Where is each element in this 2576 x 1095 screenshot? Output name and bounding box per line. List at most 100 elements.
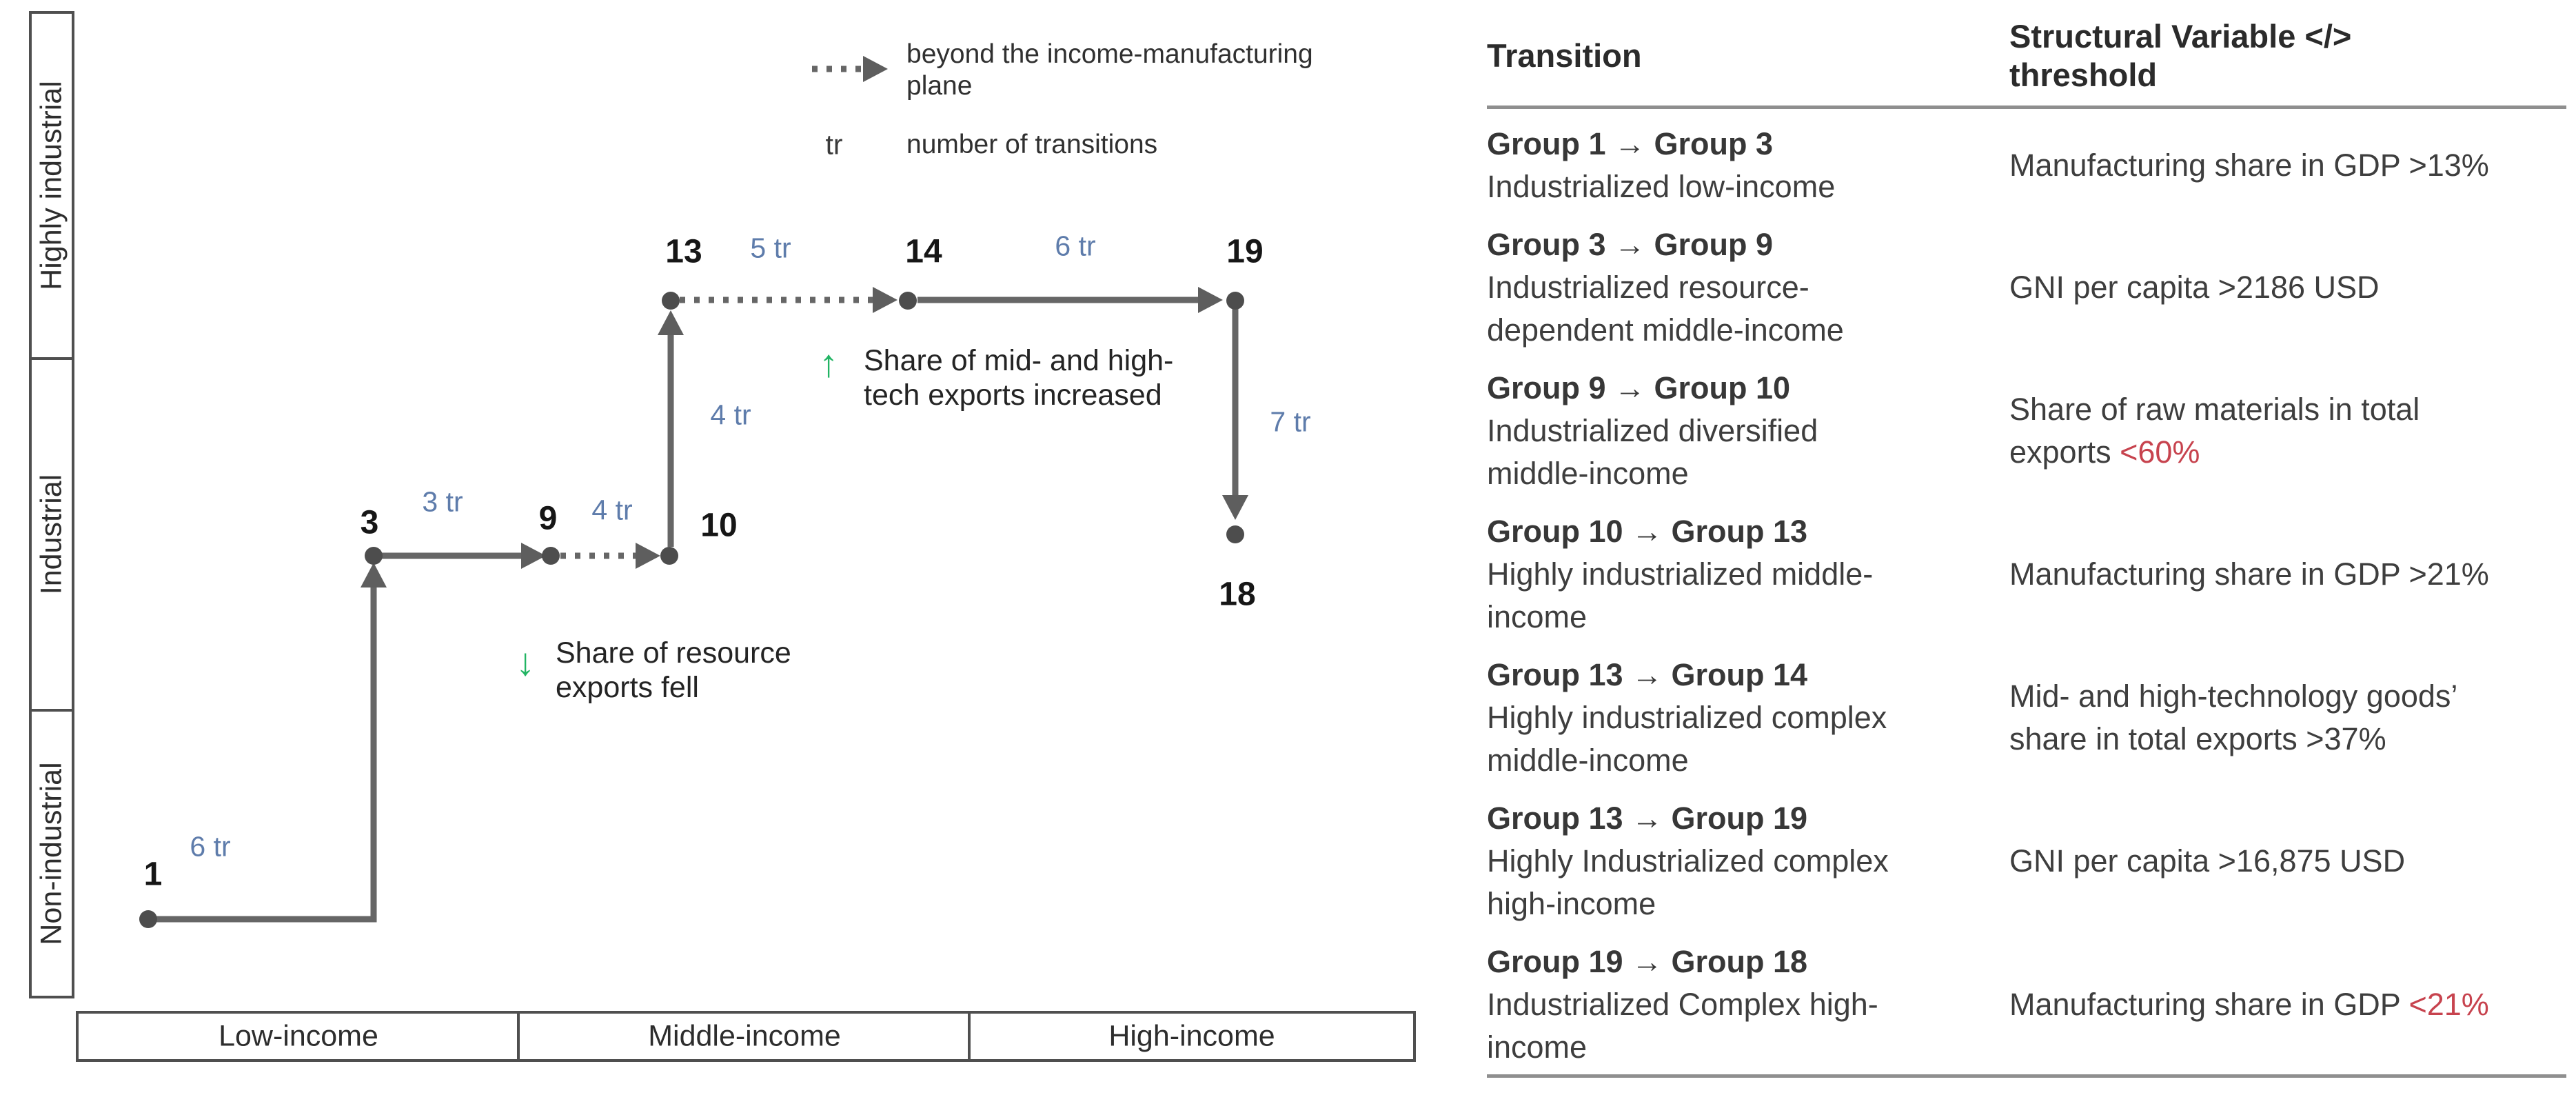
- table-row: Group 10 → Group 13 Highly industrialize…: [1487, 510, 2566, 639]
- threshold-cell: Manufacturing share in GDP <21%: [2009, 983, 2566, 1026]
- arrowhead-into-18: [1222, 495, 1248, 520]
- table-row: Group 13 → Group 19 Highly Industrialize…: [1487, 797, 2566, 925]
- annotation-midhigh-tech-line1: Share of mid- and high-: [864, 344, 1174, 377]
- threshold-number: >16,875 USD: [2218, 843, 2406, 878]
- table-rows: Group 1 → Group 3 Industrialized low-inc…: [1487, 109, 2566, 1069]
- transition-subtitle: dependent middle-income: [1487, 312, 1844, 348]
- node-label-13: 13: [665, 233, 702, 270]
- edge-label-10-13: 4 tr: [710, 399, 751, 431]
- node-dot-19: [1226, 292, 1244, 310]
- table-bottom-rule: [1487, 1074, 2566, 1078]
- header-structural-variable-line2: threshold: [2009, 57, 2158, 93]
- threshold-number: >13%: [2408, 148, 2489, 183]
- threshold-number: >21%: [2408, 556, 2489, 592]
- threshold-text: exports: [2009, 434, 2120, 470]
- table-row: Group 1 → Group 3 Industrialized low-inc…: [1487, 123, 2566, 208]
- edge-label-1-3: 6 tr: [190, 830, 231, 863]
- table-header: Transition Structural Variable </> thres…: [1487, 17, 2566, 109]
- node-label-10: 10: [700, 507, 738, 544]
- up-arrow-icon: ↑: [819, 341, 838, 385]
- transition-title: Group 3 → Group 9: [1487, 227, 1774, 262]
- transition-cell: Group 1 → Group 3 Industrialized low-inc…: [1487, 123, 2009, 208]
- threshold-number: <60%: [2120, 434, 2200, 470]
- threshold-text: Manufacturing share in GDP: [2009, 556, 2409, 592]
- node-label-9: 9: [538, 500, 558, 537]
- node-label-14: 14: [905, 233, 942, 270]
- y-band-non-industrial: Non-industrial: [34, 762, 68, 945]
- threshold-text-line1: Mid- and high-technology goods’: [2009, 679, 2458, 714]
- transition-subtitle: Industrialized resource-: [1487, 270, 1809, 305]
- threshold-cell: GNI per capita >2186 USD: [2009, 266, 2566, 309]
- edge-label-14-19: 6 tr: [1055, 230, 1096, 262]
- header-structural-variable: Structural Variable </> threshold: [2009, 17, 2566, 94]
- nodes-dots: [139, 292, 1244, 928]
- edge-label-19-18: 7 tr: [1270, 405, 1311, 438]
- x-band-high-income: High-income: [1108, 1019, 1275, 1053]
- legend-dotted-label: beyond the income-manufacturing plane: [906, 39, 1348, 102]
- threshold-text-line1: Share of raw materials in total: [2009, 392, 2420, 427]
- transition-subtitle: Industrialized diversified: [1487, 413, 1818, 448]
- node-label-18: 18: [1219, 576, 1256, 613]
- transition-cell: Group 10 → Group 13 Highly industrialize…: [1487, 510, 2009, 639]
- edge-label-13-14: 5 tr: [750, 232, 791, 264]
- header-structural-variable-line1: Structural Variable </>: [2009, 18, 2352, 54]
- arrowhead-into-14: [873, 287, 897, 313]
- threshold-number: >2186 USD: [2218, 270, 2380, 305]
- arrowhead-into-9: [521, 543, 546, 569]
- transition-path-diagram: [29, 11, 1416, 1062]
- node-dot-3: [365, 547, 383, 565]
- y-band-industrial: Industrial: [34, 474, 68, 595]
- edge-label-9-10: 4 tr: [591, 494, 633, 526]
- y-axis-box: [29, 11, 74, 998]
- transition-title: Group 13 → Group 19: [1487, 801, 1808, 836]
- arrowhead-into-19: [1198, 287, 1223, 313]
- arrowhead-into-10: [636, 543, 660, 569]
- transition-subtitle: middle-income: [1487, 456, 1689, 491]
- threshold-text-line2: share in total exports >37%: [2009, 718, 2566, 761]
- threshold-text-line2: exports <60%: [2009, 431, 2566, 474]
- transition-subtitle: income: [1487, 599, 1588, 634]
- threshold-text: share in total exports: [2009, 721, 2306, 756]
- transition-subtitle: middle-income: [1487, 743, 1689, 778]
- threshold-text: Manufacturing share in GDP: [2009, 148, 2409, 183]
- transition-cell: Group 13 → Group 19 Highly Industrialize…: [1487, 797, 2009, 925]
- transition-title: Group 13 → Group 14: [1487, 657, 1808, 692]
- transition-title: Group 10 → Group 13: [1487, 514, 1808, 549]
- annotation-midhigh-tech-line2: tech exports increased: [864, 379, 1162, 412]
- threshold-text: GNI per capita: [2009, 843, 2218, 878]
- legend-arrowhead: [863, 56, 888, 82]
- node-dot-10: [660, 547, 678, 565]
- table-row: Group 19 → Group 18 Industrialized Compl…: [1487, 941, 2566, 1069]
- y-band-highly-industrial: Highly industrial: [34, 81, 68, 290]
- legend-dotted-label-line1: beyond the income-manufacturing: [906, 39, 1313, 69]
- legend-dotted-label-line2: plane: [906, 71, 973, 101]
- annotation-midhigh-tech: Share of mid- and high- tech exports inc…: [864, 343, 1222, 412]
- transition-cell: Group 9 → Group 10 Industrialized divers…: [1487, 367, 2009, 495]
- axis-frames: [29, 11, 1416, 1062]
- arrowhead-into-3: [361, 563, 387, 587]
- arrowheads: [361, 56, 1248, 587]
- transition-subtitle: Highly Industrialized complex: [1487, 843, 1889, 878]
- table-row: Group 13 → Group 14 Highly industrialize…: [1487, 654, 2566, 782]
- legend-tr-symbol: tr: [825, 128, 843, 161]
- threshold-cell: Manufacturing share in GDP >13%: [2009, 144, 2566, 187]
- x-band-middle-income: Middle-income: [648, 1019, 841, 1053]
- table-row: Group 3 → Group 9 Industrialized resourc…: [1487, 223, 2566, 352]
- node-dot-18: [1226, 525, 1244, 543]
- threshold-cell: GNI per capita >16,875 USD: [2009, 840, 2566, 883]
- x-band-low-income: Low-income: [219, 1019, 378, 1053]
- node-label-1: 1: [143, 856, 163, 893]
- annotation-resource-exports-line2: exports fell: [556, 671, 699, 704]
- transition-subtitle: Highly industrialized middle-: [1487, 556, 1874, 592]
- transition-subtitle: Industrialized low-income: [1487, 169, 1836, 204]
- header-transition: Transition: [1487, 37, 1642, 74]
- threshold-number: <21%: [2408, 987, 2489, 1022]
- threshold-cell: Mid- and high-technology goods’ share in…: [2009, 675, 2566, 761]
- arrowhead-into-13: [658, 310, 684, 335]
- edge-1-to-3: [148, 585, 377, 923]
- threshold-cell: Manufacturing share in GDP >21%: [2009, 553, 2566, 596]
- threshold-text: Manufacturing share in GDP: [2009, 987, 2409, 1022]
- transition-title: Group 9 → Group 10: [1487, 370, 1791, 405]
- edge-label-3-9: 3 tr: [422, 485, 463, 518]
- node-dot-9: [542, 547, 560, 565]
